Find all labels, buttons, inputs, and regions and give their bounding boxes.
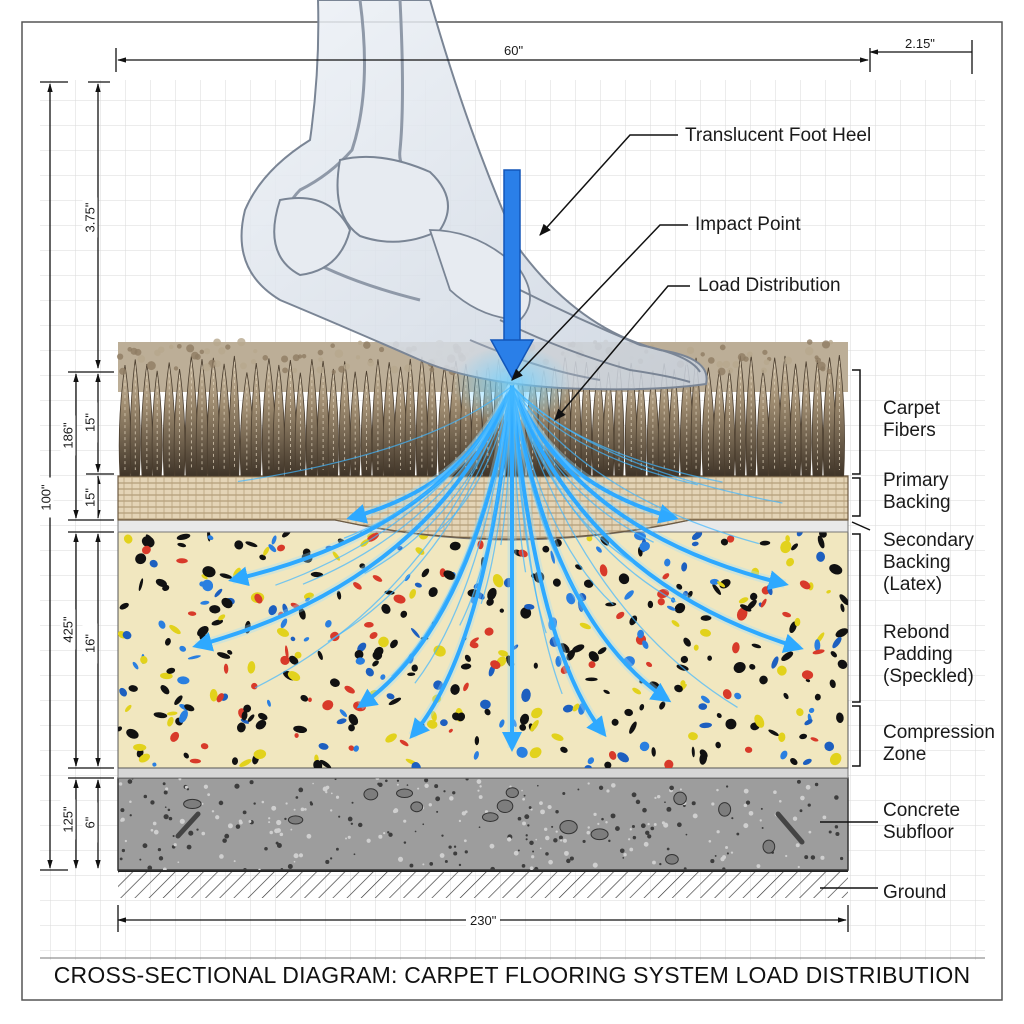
dim-top-width: 60" [500, 43, 528, 58]
dim-foot-height: 3.75" [82, 197, 98, 238]
dim-top-right: 2.15" [905, 36, 935, 51]
dim-padding: 16" [82, 623, 98, 664]
dim-total-height: 100" [38, 477, 54, 518]
callout-load-distribution: Load Distribution [698, 275, 841, 296]
concrete-subfloor-layer [117, 777, 849, 871]
callout-leaders [511, 134, 690, 421]
concrete-aggregate [118, 778, 844, 870]
dim-subfloor-group: 125" [60, 799, 76, 840]
dim-primary-backing: 15" [82, 477, 98, 518]
callout-foot-heel: Translucent Foot Heel [685, 125, 872, 146]
dim-bottom-width: 230" [466, 913, 501, 928]
ground-hatch [118, 872, 848, 898]
dim-padding-group: 425" [60, 609, 76, 650]
label-ground: Ground [883, 882, 947, 903]
dim-carpet-fibers: 15" [82, 402, 98, 443]
diagram-title: CROSS-SECTIONAL DIAGRAM: CARPET FLOORING… [53, 962, 971, 988]
page-border [21, 21, 1003, 1001]
layer-brackets [820, 369, 878, 889]
impact-force-arrow [489, 169, 535, 380]
padding-speckles [118, 532, 848, 768]
load-distribution-arrows [192, 384, 804, 752]
dim-subfloor: 6" [82, 802, 98, 843]
dim-carpet-group: 186" [60, 415, 76, 456]
callout-impact-point: Impact Point [695, 214, 801, 235]
